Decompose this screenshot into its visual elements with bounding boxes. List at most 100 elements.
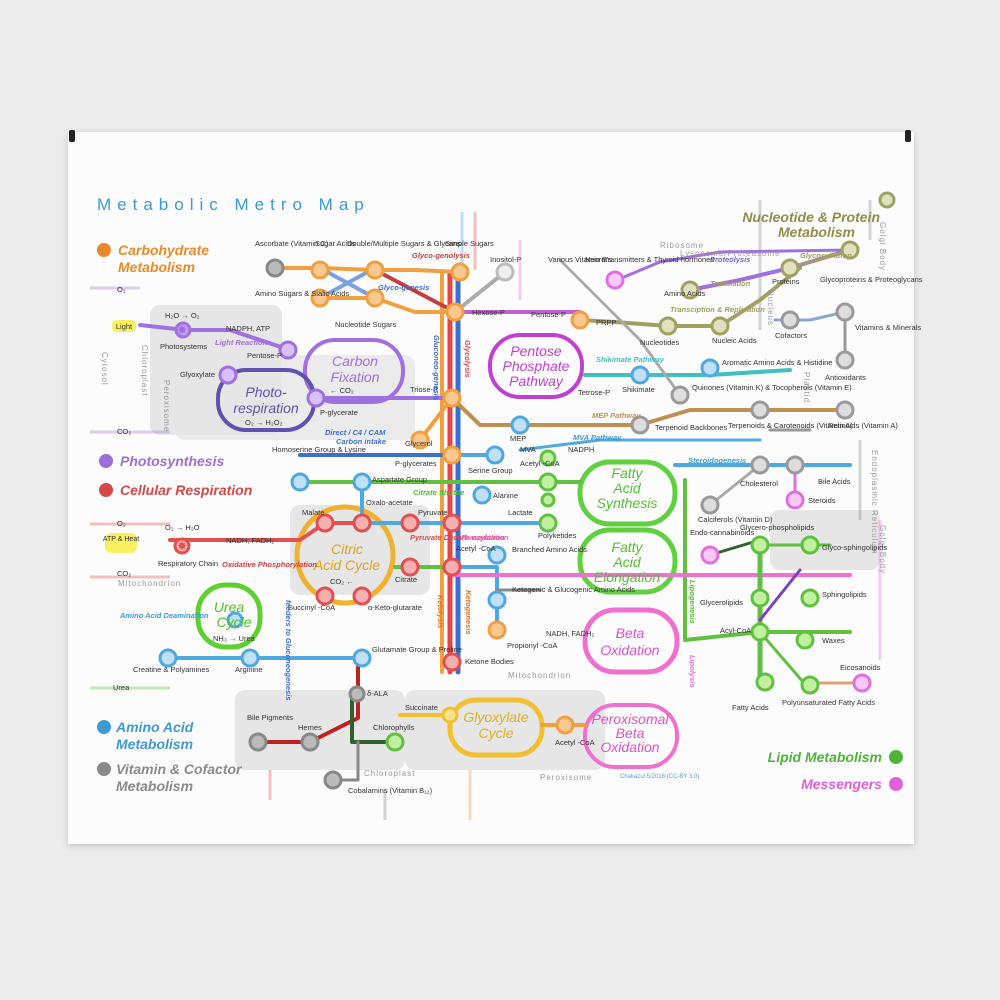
carbon-fixation-line1: Carbon xyxy=(332,353,378,369)
glyox-line1: Glyoxylate xyxy=(463,709,529,725)
mep-pathway-label: MEP Pathway xyxy=(592,411,641,420)
citrate-shuttle-label: Citrate Shuttle xyxy=(413,488,464,497)
label-pufa: Polyunsaturated Fatty Acids xyxy=(782,698,875,707)
label-inositol: Inositol-P xyxy=(490,255,521,264)
label-cobalamins: Cobalamins (Vitamin B₁₂) xyxy=(348,786,433,795)
label-simple-sugars: Simple Sugars xyxy=(445,239,494,248)
legend-vitamin-line2: Metabolism xyxy=(116,778,193,794)
label-triose-p: Triose-P xyxy=(410,385,438,394)
label-nadh-beta: NADH, FADH₂ xyxy=(546,629,594,638)
lysosome-label: Lysosome/Proteasome xyxy=(680,249,781,258)
label-pyruvate: Pyruvate xyxy=(418,508,448,517)
carbon-intake-label: Carbon intake xyxy=(336,437,386,446)
legend: Carbohydrate Metabolism Photosynthesis C… xyxy=(97,209,903,794)
label-d-ala: δ-ALA xyxy=(367,689,388,698)
light-reactions-label: Light Reactions xyxy=(215,338,271,347)
fermentation-label: Fermentation xyxy=(461,533,509,542)
label-acetyl-coa-fas: Acetyl -CoA xyxy=(520,459,560,468)
label-glyoxylate: Glyoxylate xyxy=(180,370,215,379)
label-arginine: Arginine xyxy=(235,665,263,674)
light-tag-box xyxy=(112,320,136,332)
label-ketogenic: Ketogenic & Glucogenic Amino Acids xyxy=(512,585,635,594)
transcription-label: Transciption & Replication xyxy=(670,305,765,314)
golgi-area xyxy=(770,510,880,570)
label-aromatic: Aromatic Amino Acids & Histidine xyxy=(722,358,832,367)
citric-line2: Acid Cycle xyxy=(313,557,380,573)
urea-line2: Cycle xyxy=(216,614,251,630)
glycogenesis-label: Glyco-genesis xyxy=(378,283,429,292)
legend-photosynthesis: Photosynthesis xyxy=(120,453,224,469)
glyox-line2: Cycle xyxy=(478,725,513,741)
pathway-labels: Glycolysis Gluconeo-genesis Glyco-genoly… xyxy=(119,251,852,700)
label-eicosanoids: Eicosanoids xyxy=(840,663,881,672)
label-mep: MEP xyxy=(510,434,526,443)
legend-lipid: Lipid Metabolism xyxy=(768,749,882,765)
lipogenesis-label: Lipogenesis xyxy=(688,580,697,624)
label-terpenoids: Terpenoids & Carotenoids (Vitamin A) xyxy=(728,421,853,430)
pyruvate-decarb-label: Pyruvate Decarb-oxylation xyxy=(410,533,505,542)
legend-nucleotide-line1: Nucleotide & Protein xyxy=(742,209,880,225)
legend-carbohydrate-line1: Carbohydrate xyxy=(118,242,209,258)
beta-line1: Beta xyxy=(616,625,645,641)
label-urea: Urea xyxy=(113,683,130,692)
label-amino-acids: Amino Acids xyxy=(664,289,706,298)
peroxisome-label: Peroxisome xyxy=(162,380,171,432)
label-alanine: Alanine xyxy=(493,491,518,500)
steroidogenesis-label: Steroidogenesis xyxy=(688,456,746,465)
station-labels: Ascorbate (Vitamin C) Sugar Acids Double… xyxy=(113,239,923,795)
label-nh3-urea: NH₃ → Urea xyxy=(213,634,256,643)
tags: Light ATP & Heat ✸ ✸ xyxy=(103,320,187,553)
label-nucleic-acids: Nucleic Acids xyxy=(712,336,757,345)
label-photosystems: Photosystems xyxy=(160,342,207,351)
label-acyl-coa: Acyl-CoA xyxy=(720,626,751,635)
label-succinate: Succinate xyxy=(405,703,438,712)
label-nadph-atp: NADPH, ATP xyxy=(226,324,270,333)
chloroplast-label: Chloroplast xyxy=(140,345,149,396)
label-akg: α-Keto-glutarate xyxy=(368,603,422,612)
label-creatine: Creatine & Polyamines xyxy=(133,665,210,674)
label-hexose-p: Hexose-P xyxy=(472,308,505,317)
label-nucleotides: Nucleotides xyxy=(640,338,679,347)
label-sugar-acids: Sugar Acids xyxy=(315,239,355,248)
label-retinoids: Retinoids (Vitamin A) xyxy=(828,421,898,430)
label-hemes: Hemes xyxy=(298,723,322,732)
label-pentose-p-cf: Pentose-P xyxy=(247,351,282,360)
legend-dot-photosynthesis xyxy=(99,454,113,468)
label-glycerol: Glycerol xyxy=(405,439,433,448)
label-o2-h2o2: O₂ → H₂O₂ xyxy=(245,418,283,427)
label-mva: MVA xyxy=(520,445,536,454)
glycogenolysis-label: Glyco-genolysis xyxy=(412,251,470,260)
label-resp-chain: Respiratory Chain xyxy=(158,559,218,568)
nucleus-label: Nucleus xyxy=(766,290,775,326)
label-neurotrans: Neurotransmitters & Thyroid hormones xyxy=(585,255,714,264)
gluconeogenesis-label: Gluconeo-genesis xyxy=(432,335,441,400)
label-calciferols: Calciferols (Vitamin D) xyxy=(698,515,773,524)
pentose-line3: Pathway xyxy=(509,373,564,389)
label-various-b: Various Vitamin B's xyxy=(548,255,612,264)
metro-lines xyxy=(138,248,862,782)
pentose-line2: Phosphate xyxy=(503,358,570,374)
label-h2o-o2: H₂O → O₂ xyxy=(165,311,200,320)
label-glycosphingolipids: Glyco-sphingolipids xyxy=(822,543,887,552)
background-lines xyxy=(90,200,882,820)
fae-line2: Acid xyxy=(612,554,641,570)
label-pentose-p-top: Pentose-P xyxy=(531,310,566,319)
perox-line3: Oxidation xyxy=(600,739,659,755)
label-oxaloacetate: Oxalo-acetate xyxy=(366,498,413,507)
label-glycerolipids: Glycerolipids xyxy=(700,598,743,607)
label-terpenoid-backbones: Terpenoid Backbones xyxy=(655,423,727,432)
label-waxes: Waxes xyxy=(822,636,845,645)
label-o2-resp: O₂ xyxy=(117,519,126,528)
label-bile-pigments: Bile Pigments xyxy=(247,713,293,722)
label-co2-cf: ← CO₂ xyxy=(330,386,354,395)
compartment-labels: Cytosol Chloroplast Peroxisome Mitochond… xyxy=(100,222,887,782)
label-acetyl-coa: Acetyl -CoA xyxy=(456,544,496,553)
citric-line1: Citric xyxy=(331,541,363,557)
credit: Chakazul 5/2016 (CC-BY 3.0) xyxy=(620,774,699,780)
direct-label: Direct / C4 / CAM xyxy=(325,428,386,437)
label-acetyl-coa-glyox: Acetyl -CoA xyxy=(555,738,595,747)
label-propionyl: Propionyl -CoA xyxy=(507,641,557,650)
ketolysis-label: Ketolysis xyxy=(436,595,445,628)
chloroplast-label-2: Chloroplast xyxy=(364,769,415,778)
